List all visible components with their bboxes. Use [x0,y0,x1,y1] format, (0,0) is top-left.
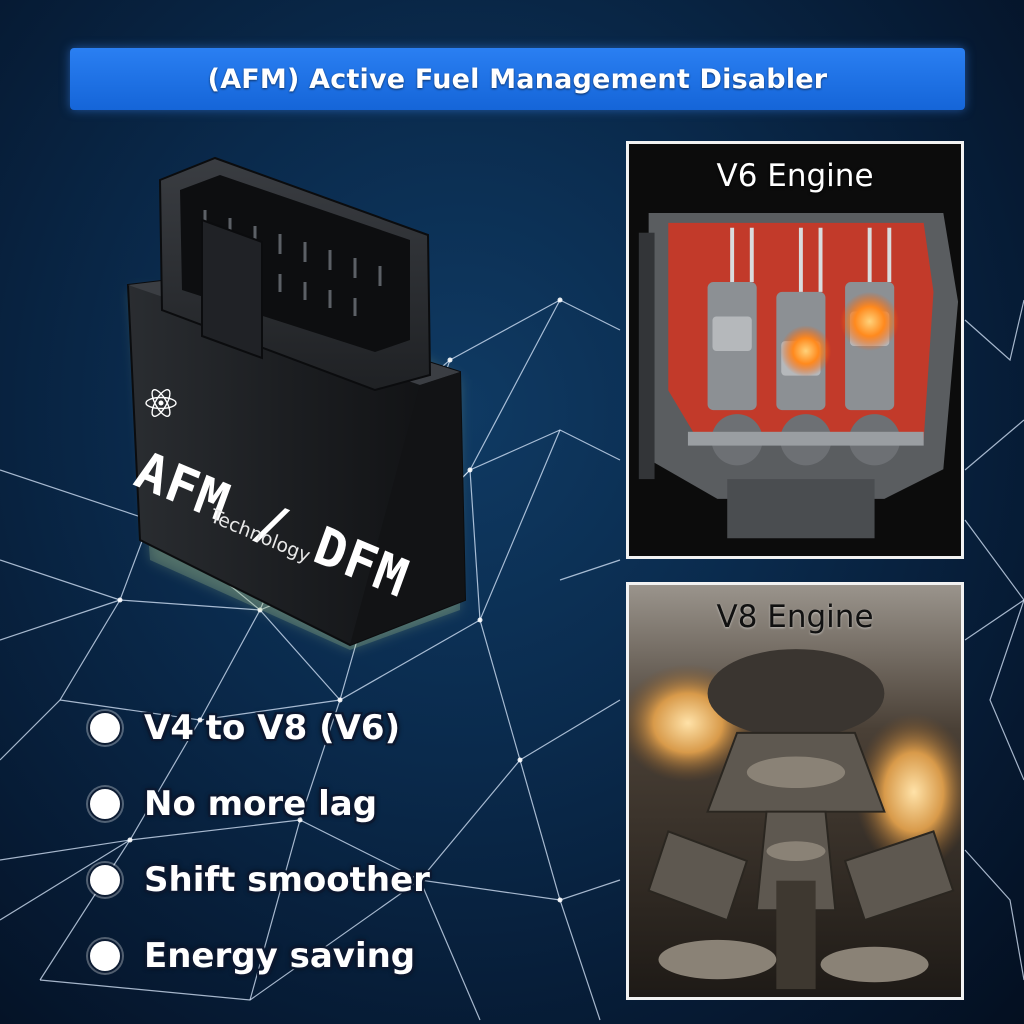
title-banner: (AFM) Active Fuel Management Disabler [70,48,965,110]
feature-item: No more lag [78,766,498,842]
feature-item: Shift smoother [78,842,498,918]
atom-icon [145,389,177,417]
feature-label: Shift smoother [144,860,430,900]
bullet-circle-icon [88,787,122,821]
feature-label: No more lag [144,784,378,824]
obd-device-illustration [126,156,467,650]
v8-engine-panel: V8 Engine [626,582,964,1000]
obd-device-image [110,140,490,660]
bullet-circle-icon [88,711,122,745]
feature-label: Energy saving [144,936,416,976]
feature-item: V4 to V8 (V6) [78,690,498,766]
feature-item: Energy saving [78,918,498,994]
bullet-circle-icon [88,939,122,973]
v8-engine-title: V8 Engine [716,599,874,635]
banner-title: (AFM) Active Fuel Management Disabler [207,63,828,95]
bullet-circle-icon [88,863,122,897]
v6-engine-panel: V6 Engine [626,141,964,559]
v6-engine-title: V6 Engine [716,158,874,194]
feature-list: V4 to V8 (V6) No more lag Shift smoother… [78,690,498,994]
feature-label: V4 to V8 (V6) [144,708,401,748]
v6-engine-cutaway-image [629,144,961,556]
v8-engine-image [629,585,961,997]
